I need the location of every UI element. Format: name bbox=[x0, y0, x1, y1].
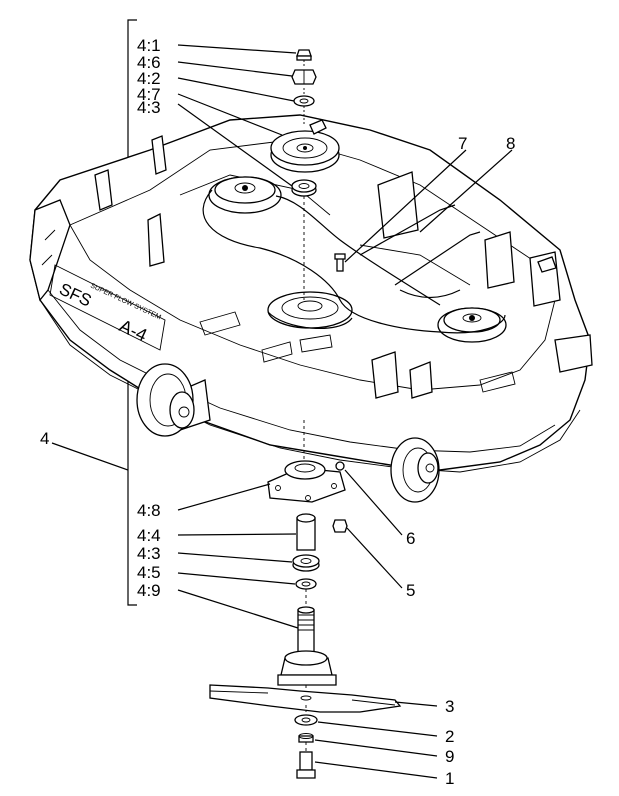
cutting-blade bbox=[209, 684, 402, 713]
callout-4-1: 4:1 bbox=[137, 36, 161, 55]
left-spindle-pulley bbox=[208, 176, 282, 214]
callout-4-3-upper: 4:3 bbox=[137, 98, 161, 117]
drive-belt bbox=[202, 189, 506, 334]
idler-rod bbox=[359, 204, 481, 299]
right-spindle-pulley bbox=[437, 307, 507, 343]
callout-6: 6 bbox=[406, 529, 415, 548]
center-spindle-on-deck bbox=[267, 291, 353, 329]
leader-lines bbox=[177, 44, 513, 779]
callout-2: 2 bbox=[445, 727, 454, 746]
callout-4-4: 4:4 bbox=[137, 526, 161, 545]
callout-labels: 4:1 4:6 4:2 4:7 4:3 7 8 4 4:8 6 4:4 4:3 … bbox=[40, 36, 515, 788]
callout-4-5: 4:5 bbox=[137, 563, 161, 582]
callout-8: 8 bbox=[506, 134, 515, 153]
upper-hardware-stack bbox=[270, 49, 340, 300]
callout-7: 7 bbox=[458, 134, 467, 153]
callout-4: 4 bbox=[40, 429, 49, 448]
callout-4-7: 4:7 bbox=[137, 85, 161, 104]
lower-hardware-stack bbox=[267, 420, 348, 695]
callout-5: 5 bbox=[406, 581, 415, 600]
callout-4-3-lower: 4:3 bbox=[137, 544, 161, 563]
callout-4-2: 4:2 bbox=[137, 69, 161, 88]
callout-4-6: 4:6 bbox=[137, 53, 161, 72]
callout-3: 3 bbox=[445, 697, 454, 716]
callout-4-9: 4:9 bbox=[137, 581, 161, 600]
left-caster-wheel bbox=[136, 363, 195, 437]
callout-1: 1 bbox=[445, 769, 454, 788]
deck-bolt bbox=[334, 253, 346, 272]
callout-4-8: 4:8 bbox=[137, 501, 161, 520]
callout-9: 9 bbox=[445, 747, 454, 766]
right-caster-wheel bbox=[390, 437, 440, 503]
blade-bolt-stack bbox=[294, 705, 318, 779]
